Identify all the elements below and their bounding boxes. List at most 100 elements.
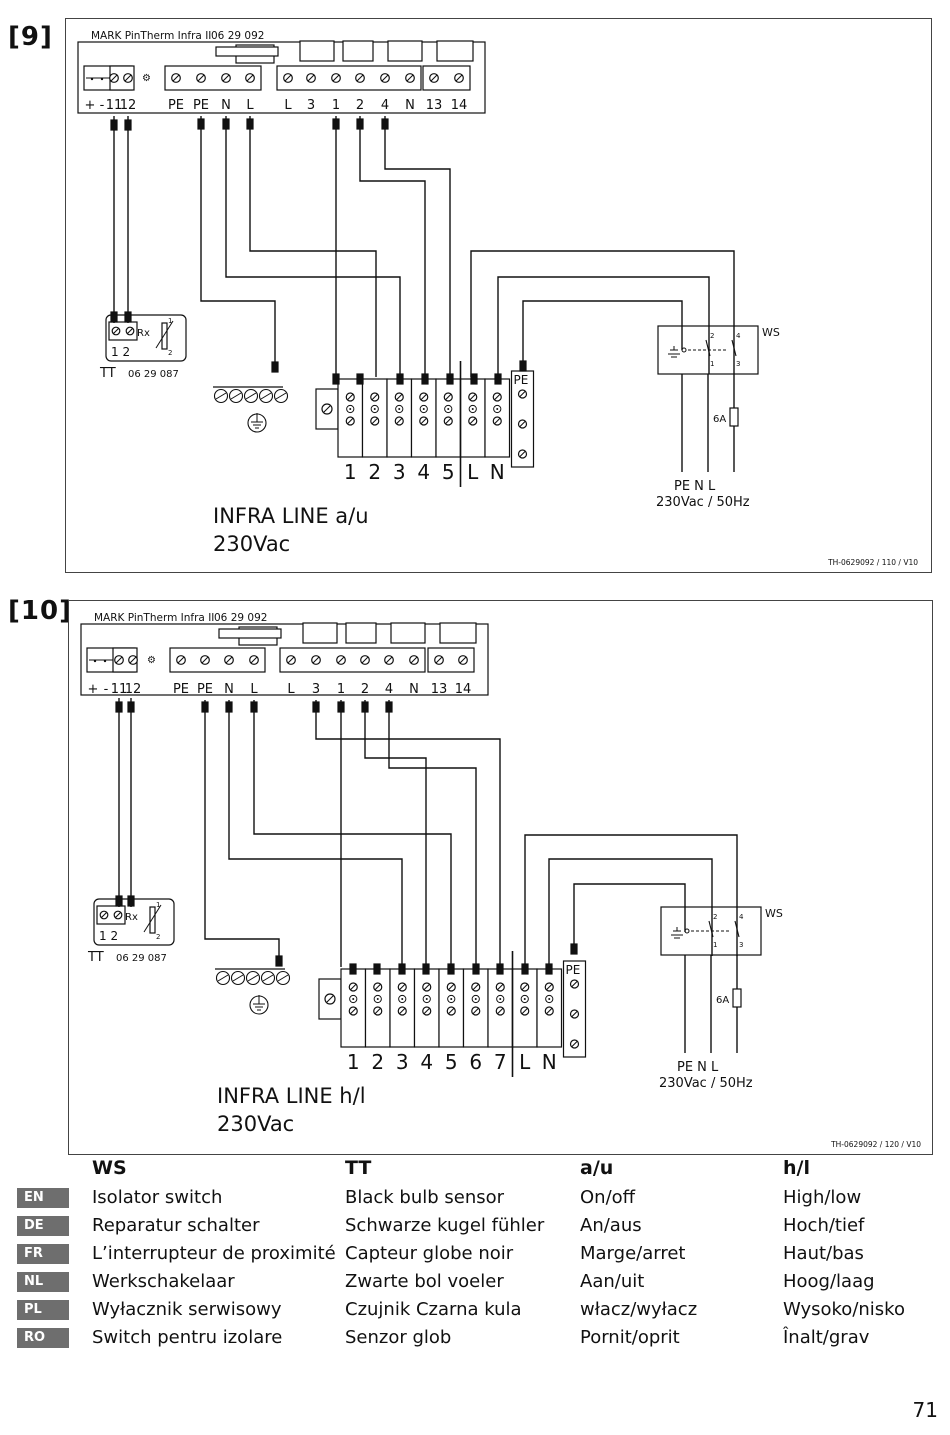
wire-ferrule [398,963,406,975]
screw-slot [493,417,501,425]
strip-terminal-label: 1 [347,1050,360,1074]
terminal-group-relay [276,65,422,91]
terminal-label: N [224,682,234,697]
screw-slot [126,327,134,335]
sensor-terminal-block [108,321,138,341]
strip-terminal-label: N [490,460,505,484]
screw-slot [545,983,553,991]
legend-cell-ws: L’interrupteur de proximité [92,1243,336,1264]
thermistor-icon [149,906,156,934]
legend-cell-hl: Înalt/grav [783,1327,870,1348]
terminal-label: N [221,98,231,113]
wire-ferrule [337,701,345,713]
terminal-label: L [250,682,258,697]
legend-header-tt: TT [345,1157,372,1179]
heater-model: INFRA LINE a/u [213,504,369,528]
terminal-label: L [284,98,292,113]
connection-wire [384,116,451,377]
wire-ferrule [570,943,578,955]
legend-row: EN Isolator switch Black bulb sensor On/… [0,1186,950,1212]
connector-strip [215,46,279,57]
isolator-switch-label: WS [765,907,783,920]
screw-slot [545,1007,553,1015]
strip-terminal-label: 2 [371,1050,384,1074]
wire [277,974,289,982]
pe-block [562,960,587,1058]
legend-cell-ws: Switch pentru izolare [92,1327,283,1348]
screw-slot [406,74,414,82]
screw-slot [447,983,455,991]
sensor-name: TT [99,366,116,381]
terminal-group-relay [279,647,426,673]
strip-terminal [410,378,437,458]
terminal-dot [93,659,97,663]
sensor-code: 06 29 087 [128,369,179,380]
wire-ferrule [332,373,340,385]
sensor-terminal-numbers: 1 2 [99,929,118,943]
fuse-icon [729,407,739,427]
terminal-label: 11 [111,682,128,697]
screw-slot [398,1007,406,1015]
legend-cell-au: włacz/wyłacz [580,1299,698,1320]
wire-ferrule [496,963,504,975]
language-badge: EN [17,1188,69,1208]
connector-strip [218,628,282,639]
terminal-label: 2 [361,682,369,697]
switch-pin: 3 [739,941,743,949]
screw-slot [571,1040,578,1048]
legend-cell-au: Marge/arret [580,1243,686,1264]
screw-slot [519,450,526,458]
screw-slot [201,656,209,664]
terminal-label: 3 [307,98,315,113]
terminal-dot [352,998,355,1000]
terminal-label: + [88,682,99,697]
switch-pin: 2 [713,913,717,921]
wire-ferrule [446,373,454,385]
terminal-label: 13 [426,98,443,113]
screw-slot [346,393,354,401]
legend-cell-tt: Black bulb sensor [345,1187,505,1208]
strip-terminal-label: N [542,1050,557,1074]
terminal-dot [100,77,104,81]
wire-ferrule [332,118,340,130]
terminal-dot [471,408,474,410]
terminal-dot [401,998,404,1000]
connection-wire [524,834,738,967]
screw-slot [423,1007,431,1015]
terminal-label: 4 [381,98,389,113]
screw-slot [444,417,452,425]
screw-slot [444,393,452,401]
language-badge: FR [17,1244,69,1264]
legend-row: RO Switch pentru izolare Senzor glob Por… [0,1326,950,1352]
heater-voltage: 230Vac [213,532,290,556]
wire-ferrule [110,311,118,323]
terminal-dot [474,998,477,1000]
screw-slot [459,656,467,664]
strip-terminal-label: 5 [442,460,455,484]
strip-terminal-label: 7 [494,1050,507,1074]
switch-pin: 4 [739,913,744,921]
wire [230,392,242,400]
strip-terminal-label: 4 [417,460,430,484]
wire-ferrule [381,118,389,130]
screw-slot [374,983,382,991]
connection-wire [388,700,477,967]
sensor-pin: 2 [156,933,160,941]
terminal-label: 13 [431,682,448,697]
screw-slot [326,995,334,1003]
strip-terminal-label: 3 [393,460,406,484]
thermistor-arrow [155,320,174,349]
sensor-symbol: ⚙ [147,655,156,666]
terminal-dot [496,408,499,410]
screw-slot [222,74,230,82]
terminal-label: N [409,682,419,697]
terminal-dot [523,998,526,1000]
screw-slot [472,1007,480,1015]
screw-slot [356,74,364,82]
terminal-dot [103,659,107,663]
heater-voltage: 230Vac [217,1112,294,1136]
connection-wire [470,250,735,377]
sensor-terminal-numbers: 1 2 [111,345,130,359]
